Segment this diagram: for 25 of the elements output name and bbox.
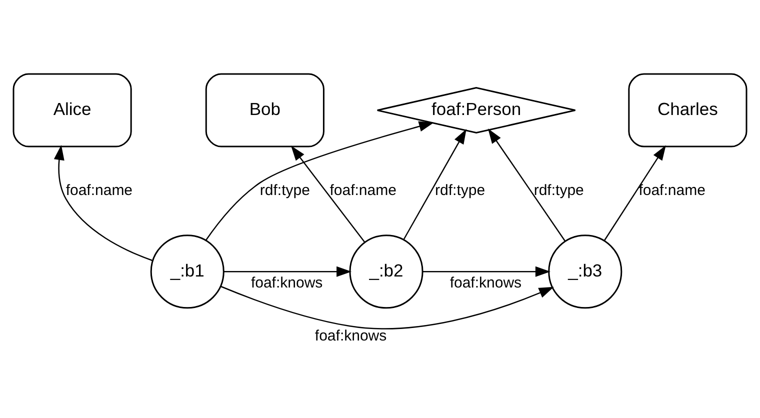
edge-label: foaf:knows [250, 274, 323, 291]
edge-label: foaf:name [638, 181, 706, 198]
edge-label: rdf:type [260, 181, 310, 198]
arrow [224, 266, 352, 276]
edge-label: rdf:type [534, 181, 584, 198]
edge-label: foaf:knows [450, 274, 522, 291]
edge-label: foaf:knows [314, 327, 387, 344]
arrow [403, 128, 466, 240]
arrow [290, 145, 366, 242]
node-diamond: foaf:Person [376, 86, 576, 134]
edge-label: foaf:name [66, 181, 133, 198]
arrow [604, 144, 666, 240]
node-box: Charles [628, 72, 748, 147]
arrow [205, 120, 434, 240]
edge-label: rdf:type [435, 181, 486, 198]
arrow [54, 144, 153, 261]
node-circle: _:b1 [150, 234, 224, 308]
node-box: Bob [205, 72, 324, 147]
node-box: Alice [12, 72, 132, 147]
arrow [422, 266, 550, 276]
arrow [220, 285, 554, 329]
node-circle: _:b2 [349, 234, 424, 308]
node-circle: _:b3 [548, 234, 622, 308]
edge-label: foaf:name [330, 181, 396, 198]
arrow [488, 128, 566, 242]
